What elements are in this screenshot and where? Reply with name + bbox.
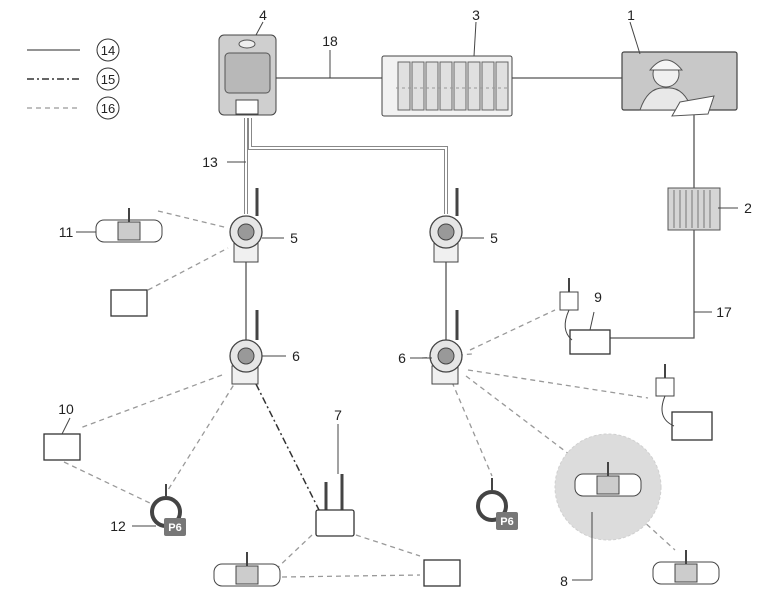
label-5-right: 5 (490, 230, 498, 246)
label-8: 8 (560, 573, 568, 589)
flowmeter-bottom-right (652, 550, 720, 585)
wireless-adapter-right (429, 188, 463, 263)
flowmeter-bottom-left (213, 552, 281, 587)
label-10: 10 (58, 401, 74, 417)
label-2: 2 (744, 200, 752, 216)
label-1: 1 (627, 7, 635, 23)
label-17: 17 (716, 304, 732, 320)
link-router-adapter (255, 383, 321, 513)
operator-station (621, 51, 738, 117)
small-sensor-9 (559, 278, 579, 341)
sensor-box-left (110, 289, 148, 317)
label-6-left: 6 (292, 348, 300, 364)
label-9: 9 (594, 289, 602, 305)
label-13: 13 (202, 154, 218, 170)
adapter-box-9 (569, 329, 611, 355)
label-4: 4 (259, 7, 267, 23)
label-12: 12 (110, 518, 126, 534)
controller-rack (381, 55, 513, 117)
remote-io-module (667, 187, 721, 231)
flowmeter-8 (574, 462, 642, 497)
label-18: 18 (322, 33, 338, 49)
gateway (218, 34, 277, 116)
sensor-box-10 (43, 433, 81, 461)
legend: 14 15 16 (27, 38, 120, 120)
cable-13 (244, 118, 448, 214)
leader-lines (61, 21, 738, 581)
legend-label-15: 15 (101, 72, 115, 87)
legend-circle-14 (96, 38, 120, 62)
label-11: 11 (59, 224, 74, 240)
small-sensor-right (655, 364, 675, 427)
flowmeter-11 (95, 208, 163, 243)
label-7: 7 (334, 407, 342, 423)
legend-label-14: 14 (101, 43, 115, 58)
p6-badge-left: P6 (168, 522, 181, 534)
legend-circle-16 (96, 96, 120, 120)
wireless-adapter-left (229, 188, 263, 263)
legend-label-16: 16 (101, 101, 115, 116)
hardhat-icon (648, 59, 684, 71)
pressure-sensor-12: P6 (150, 484, 186, 536)
router (315, 474, 355, 537)
access-point-right (429, 310, 463, 385)
label-5-left: 5 (290, 230, 298, 246)
pressure-sensor-right: P6 (476, 478, 518, 530)
p6-badge-right: P6 (500, 516, 513, 528)
legend-circle-15 (96, 67, 120, 91)
label-3: 3 (472, 7, 480, 23)
label-6-right: 6 (398, 350, 406, 366)
sensor-box-bottom (423, 559, 461, 587)
link-io-adapter (608, 230, 695, 339)
number-labels: 1 2 3 4 5 5 6 6 7 8 9 10 11 12 13 17 18 (58, 7, 752, 589)
solid-connections (245, 77, 695, 340)
field-boxes (43, 289, 713, 587)
sensor-box-right (671, 411, 713, 441)
access-point-left (229, 310, 263, 385)
